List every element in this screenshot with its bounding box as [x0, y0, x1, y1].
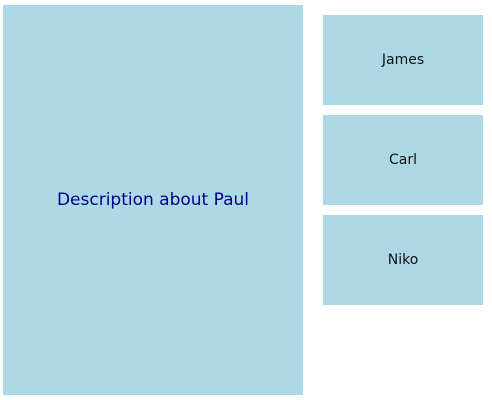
detail-description: Description about Paul [56, 189, 250, 210]
person-list: James Carl Niko [323, 15, 483, 315]
detail-panel: Description about Paul [3, 5, 303, 395]
person-item-niko[interactable]: Niko [323, 215, 483, 305]
person-name: Niko [387, 252, 419, 268]
person-name: James [381, 52, 425, 68]
person-item-carl[interactable]: Carl [323, 115, 483, 205]
person-name: Carl [389, 152, 417, 168]
person-item-james[interactable]: James [323, 15, 483, 105]
